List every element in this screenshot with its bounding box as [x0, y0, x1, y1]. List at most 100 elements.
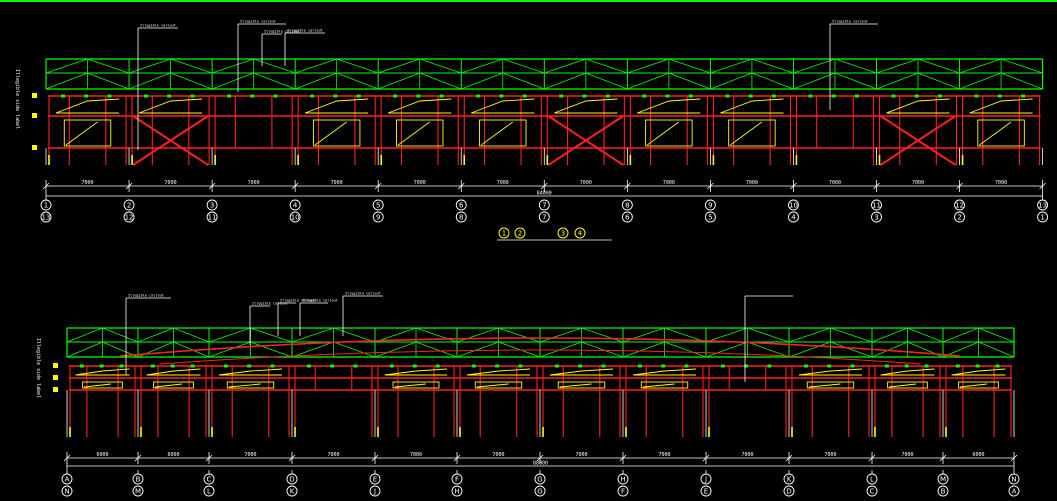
bay-dimension-text: 7000 — [165, 180, 177, 186]
axis-bubble — [937, 473, 949, 485]
axis-label: N — [64, 488, 69, 496]
axis-label: 11 — [208, 214, 217, 222]
axis-label: M — [940, 476, 946, 484]
bay-dimension-text: 7000 — [901, 452, 913, 458]
member-tag — [748, 94, 753, 98]
window-frame — [806, 381, 855, 389]
truss-diagonal — [622, 327, 665, 343]
axis-bubble — [40, 211, 52, 223]
legend-marker — [514, 227, 526, 239]
axis-bubble — [289, 211, 301, 223]
axis-label: 5 — [376, 202, 380, 210]
window-diagonal — [979, 121, 1012, 146]
secondary-diagonal — [471, 98, 535, 114]
member-tag — [190, 94, 195, 98]
axis-label: F — [455, 476, 459, 484]
secondary-diagonal — [880, 368, 935, 376]
truss-diagonal — [751, 58, 794, 74]
legend-marker-label: 1 — [502, 230, 506, 238]
member-tag — [803, 364, 808, 368]
dimension-slash — [374, 182, 382, 190]
truss-diagonal — [788, 327, 831, 343]
member-tag — [476, 94, 481, 98]
dimension-slash — [134, 454, 142, 462]
truss-diagonal — [978, 341, 1015, 358]
cross-brace — [879, 115, 957, 166]
window-diagonal — [314, 121, 347, 146]
side-label: Illegible side label — [14, 69, 20, 129]
axis-bubble — [1037, 199, 1049, 211]
level-marker — [53, 387, 58, 392]
bay-dimension-text: 7000 — [410, 452, 422, 458]
axis-label: D — [289, 476, 294, 484]
axis-bubble — [372, 199, 384, 211]
axis-label: D — [786, 488, 791, 496]
member-tag — [771, 94, 776, 98]
window-frame — [396, 119, 444, 147]
truss-diagonal — [336, 58, 379, 74]
axis-bubble — [203, 473, 215, 485]
arch-roof-inner — [159, 349, 921, 365]
truss-diagonal — [907, 327, 944, 343]
dimension-slash — [42, 182, 50, 190]
axis-bubble — [1008, 473, 1020, 485]
member-tag — [559, 94, 564, 98]
truss-diagonal — [705, 327, 748, 343]
bay-dimension-text: 7000 — [497, 180, 509, 186]
truss-diagonal — [664, 327, 707, 343]
callout-text: Illegible callout — [240, 20, 276, 24]
truss-diagonal — [498, 341, 541, 358]
truss-diagonal — [544, 72, 586, 90]
window-frame — [226, 381, 275, 389]
axis-bubble — [286, 485, 298, 497]
truss-diagonal — [747, 341, 790, 358]
dimension-slash — [868, 454, 876, 462]
dimension-slash — [873, 182, 880, 190]
window-diagonal — [647, 121, 680, 146]
truss-diagonal — [336, 72, 379, 90]
truss-diagonal — [419, 72, 462, 90]
member-tag — [578, 364, 583, 368]
window-diagonal — [808, 383, 841, 388]
truss-diagonal — [788, 341, 831, 358]
truss-diagonal — [581, 327, 624, 343]
secondary-diagonal — [637, 98, 701, 114]
legend-marker — [574, 227, 586, 239]
truss-diagonal — [834, 72, 877, 90]
truss-diagonal — [747, 327, 790, 343]
axis-bubble — [700, 473, 712, 485]
axis-bubble — [286, 473, 298, 485]
truss-diagonal — [498, 327, 541, 343]
member-tag — [107, 94, 112, 98]
axis-bubble — [704, 211, 716, 223]
truss-diagonal — [461, 72, 503, 90]
member-tag — [665, 94, 670, 98]
member-tag — [661, 364, 666, 368]
legend-marker-label: 3 — [561, 230, 565, 238]
axis-label: G — [537, 476, 542, 484]
axis-label: 1 — [44, 202, 48, 210]
axis-bubble — [132, 485, 144, 497]
truss-diagonal — [374, 341, 417, 358]
window-diagonal — [228, 383, 261, 388]
secondary-diagonal — [388, 98, 452, 114]
axis-label: C — [207, 476, 212, 484]
truss-diagonal — [664, 341, 707, 358]
window-diagonal — [959, 383, 988, 388]
window-frame — [474, 381, 523, 389]
axis-bubble — [369, 485, 381, 497]
axis-label: 13 — [42, 214, 51, 222]
member-tag — [582, 94, 587, 98]
member-tag — [684, 364, 689, 368]
window-frame — [640, 381, 689, 389]
window-frame — [82, 381, 123, 389]
member-tag — [393, 94, 398, 98]
cross-brace — [132, 115, 209, 166]
member-tag — [250, 94, 255, 98]
axis-label: 10 — [789, 202, 798, 210]
truss-diagonal — [461, 58, 503, 74]
truss-diagonal — [585, 58, 628, 74]
member-tag — [150, 364, 155, 368]
axis-label: 7 — [542, 214, 546, 222]
truss-diagonal — [830, 327, 873, 343]
